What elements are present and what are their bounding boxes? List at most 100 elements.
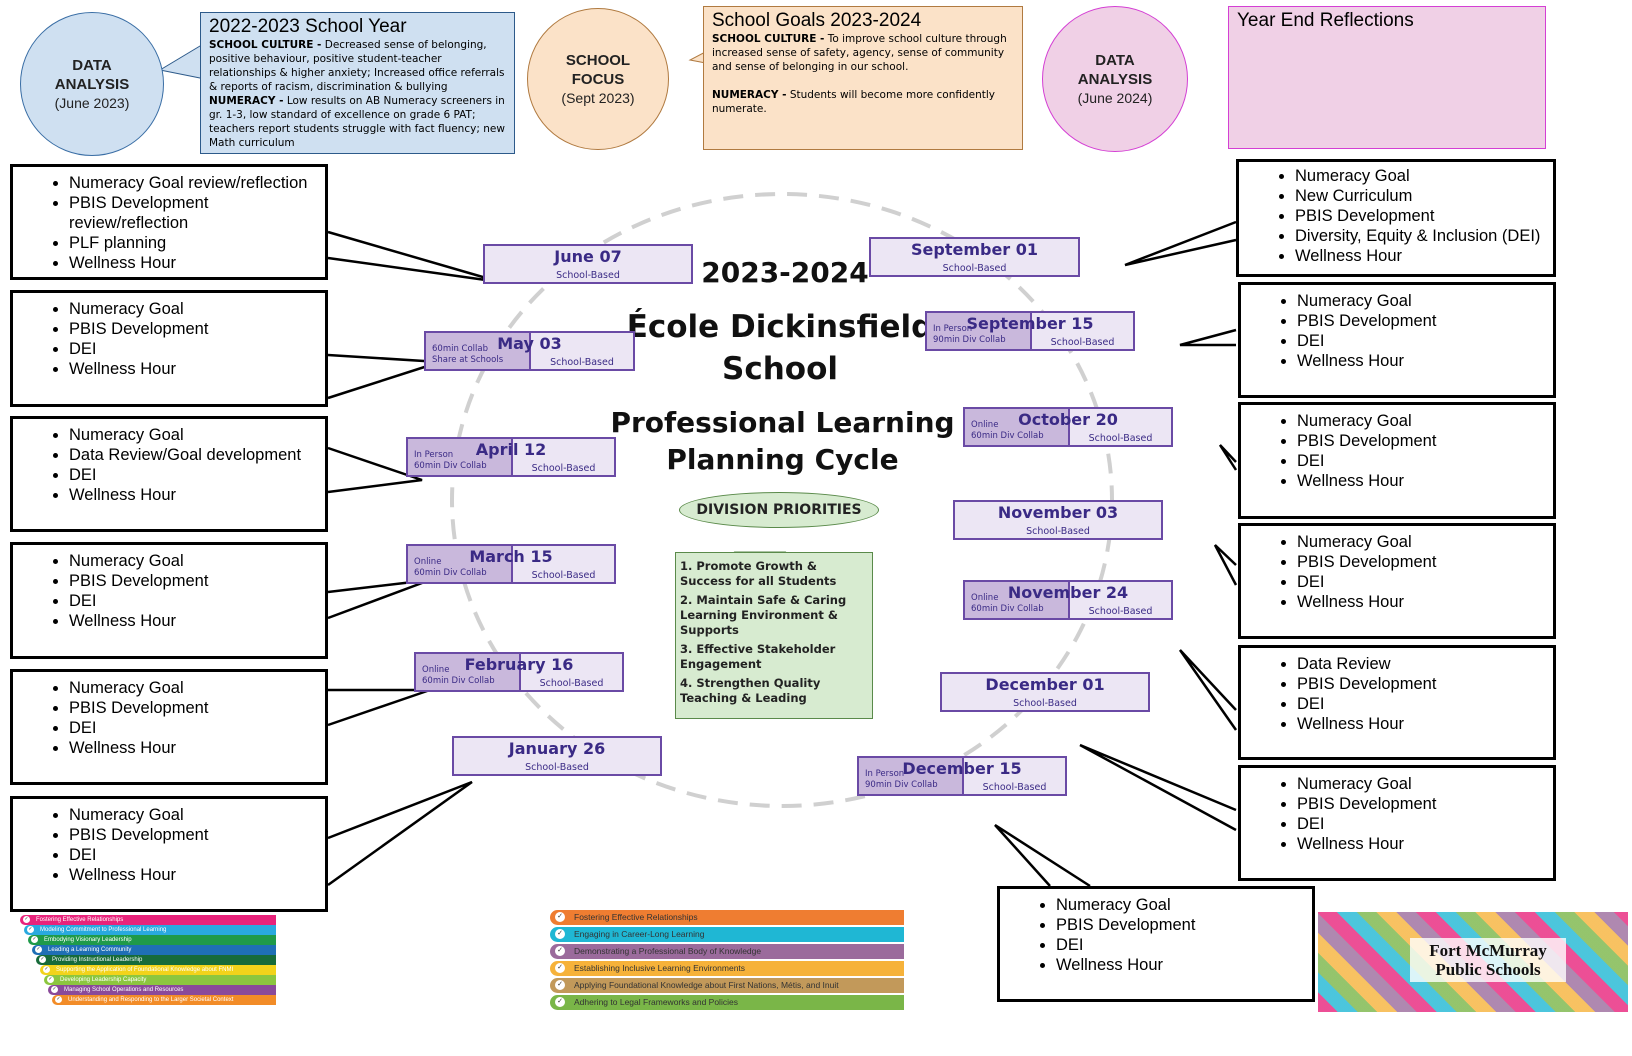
agenda-item: Numeracy Goal [69,551,315,571]
agenda-item: PBIS Development [1297,552,1543,572]
agenda-item: Wellness Hour [69,738,315,758]
date-label: September 01 [910,240,1039,259]
agenda-item: PBIS Development [69,571,315,591]
agenda-item: DEI [69,465,315,485]
agenda-list: Numeracy GoalPBIS DevelopmentDEIWellness… [1261,774,1543,854]
agenda-item: Wellness Hour [69,611,315,631]
band-label: Engaging in Career-Long Learning [574,929,705,939]
agenda-box: Numeracy GoalPBIS DevelopmentDEIWellness… [10,796,328,912]
standard-band-0: ✓Fostering Effective Relationships [20,915,276,925]
agenda-item: Wellness Hour [1056,955,1302,975]
session-mode: Online [971,420,999,430]
standard-band-0: ✓ Fostering Effective Relationships [550,910,904,925]
check-icon: ✓ [31,936,38,943]
check-icon: ✓ [555,963,565,973]
agenda-box: Numeracy GoalPBIS DevelopmentDEIWellness… [997,886,1315,1002]
standard-band-1: ✓Engaging in Career-Long Learning [550,927,904,942]
numeracy-text: Students will become more confidently nu… [712,89,996,115]
standard-band-5: ✓Supporting the Application of Foundatio… [40,965,276,975]
agenda-item: Numeracy Goal [69,299,315,319]
date-subtitle: School-Based [539,678,604,689]
agenda-list: Numeracy Goal review/reflectionPBIS Deve… [33,173,315,273]
callout-title: 2022-2023 School Year [209,16,407,37]
check-icon: ✓ [47,976,54,983]
agenda-box: Numeracy GoalPBIS DevelopmentDEIWellness… [10,669,328,785]
school-goals-callout: School Goals 2023-2024 SCHOOL CULTURE - … [703,6,1023,150]
agenda-item: Wellness Hour [1297,351,1543,371]
session-mode: Online [414,557,442,567]
session-mode: Online [971,593,999,603]
band-label: Fostering Effective Relationships [574,912,698,922]
agenda-item: Wellness Hour [69,359,315,379]
agenda-item: Wellness Hour [69,865,315,885]
session-mode: 60min Collab [432,344,489,354]
agenda-item: Numeracy Goal [1297,532,1543,552]
label: FOCUS [571,71,625,88]
date-box[interactable]: September 01 School-Based [869,237,1080,277]
date-subtitle: School-Based [1088,606,1153,617]
agenda-item: PBIS Development [1297,311,1543,331]
session-mode: In Person [933,324,973,334]
agenda-item: DEI [1297,572,1543,592]
label: ANALYSIS [1077,71,1153,88]
date-subtitle: School-Based [1088,433,1153,444]
agenda-box: Numeracy GoalNew CurriculumPBIS Developm… [1236,159,1556,277]
check-icon: ✓ [39,956,46,963]
band-label: Modeling Commitment to Professional Lear… [40,927,167,933]
date-subtitle: School-Based [942,263,1007,274]
agenda-box: Numeracy GoalData Review/Goal developmen… [10,416,328,532]
agenda-box: Numeracy GoalPBIS DevelopmentDEIWellness… [1238,523,1556,639]
check-icon: ✓ [27,926,34,933]
check-icon: ✓ [555,912,565,922]
agenda-box: Numeracy GoalPBIS DevelopmentDEIWellness… [10,290,328,407]
date-label: March 15 [469,547,553,566]
label: ANALYSIS [54,76,130,93]
date-subtitle: School-Based [1026,526,1090,537]
agenda-item: PBIS Development review/reflection [69,193,315,233]
agenda-list: Numeracy GoalPBIS DevelopmentDEIWellness… [33,551,315,631]
agenda-list: Numeracy GoalPBIS DevelopmentDEIWellness… [33,299,315,379]
agenda-box: Numeracy GoalPBIS DevelopmentDEIWellness… [10,542,328,659]
session-detail: 90min Div Collab [865,780,938,790]
agenda-item: Numeracy Goal [1297,411,1543,431]
agenda-list: Numeracy GoalPBIS DevelopmentDEIWellness… [1261,291,1543,371]
agenda-item: Data Review/Goal development [69,445,315,465]
date-label: April 12 [475,440,547,459]
agenda-item: Numeracy Goal [1295,166,1543,186]
agenda-item: DEI [69,718,315,738]
numeracy-heading: NUMERACY - [209,95,284,107]
agenda-item: PBIS Development [1297,794,1543,814]
date-subtitle: School-Based [531,463,596,474]
date-subtitle: School-Based [1013,698,1077,709]
priority-item: 4. Strengthen Quality Teaching & Leading [680,676,821,705]
agenda-list: Numeracy GoalData Review/Goal developmen… [33,425,315,505]
session-mode: In Person [865,769,905,779]
logo-line1: Fort McMurray [1429,941,1547,960]
date-label: January 26 [508,739,606,758]
agenda-box: Numeracy GoalPBIS DevelopmentDEIWellness… [1238,282,1556,398]
agenda-item: DEI [69,845,315,865]
agenda-item: PBIS Development [1056,915,1302,935]
check-icon: ✓ [51,986,58,993]
